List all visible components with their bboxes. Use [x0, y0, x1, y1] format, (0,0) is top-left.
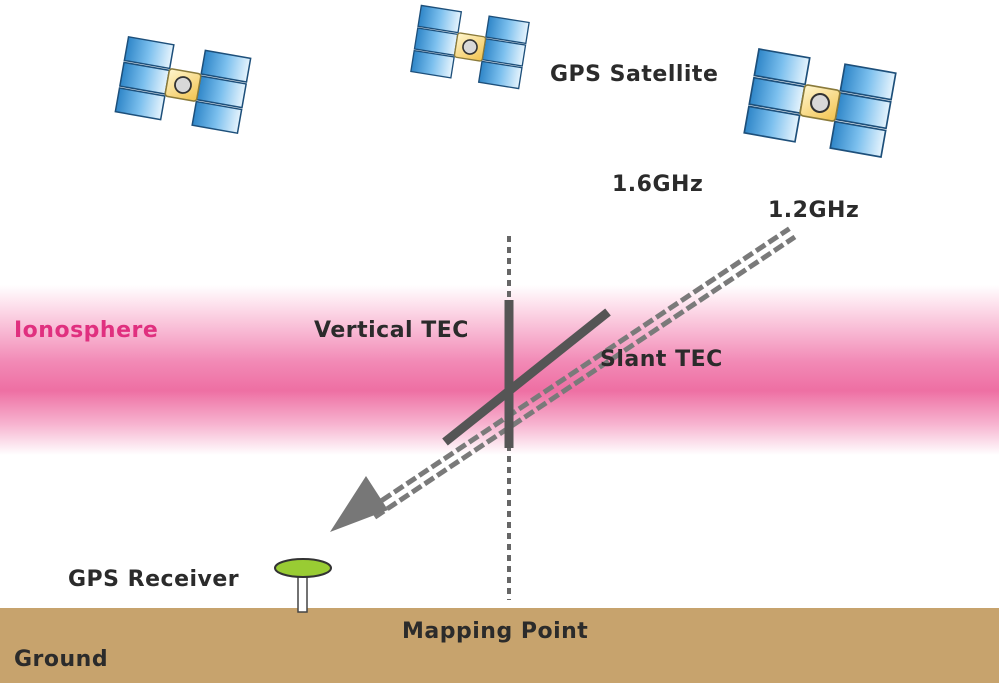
ionosphere-band: [0, 285, 999, 455]
ground-strip: [0, 608, 999, 683]
gps-receiver-label: GPS Receiver: [68, 567, 240, 592]
ionosphere-label: Ionosphere: [14, 318, 159, 343]
gps-satellite-label: GPS Satellite: [550, 62, 719, 87]
frequency-high-label: 1.6GHz: [612, 172, 704, 197]
ground-label: Ground: [14, 647, 109, 672]
vertical-tec-label: Vertical TEC: [314, 318, 469, 343]
slant-tec-segment: [442, 308, 611, 446]
signal-path: [367, 226, 797, 520]
satellite-icon: [410, 4, 530, 90]
satellite-icon: [743, 48, 897, 158]
slant-tec-label: Slant TEC: [600, 347, 723, 372]
signal-arrowhead: [330, 476, 388, 532]
gps-receiver-icon: [274, 558, 332, 613]
frequency-low-label: 1.2GHz: [768, 198, 860, 223]
satellite-icon: [114, 35, 252, 135]
mapping-point-label: Mapping Point: [402, 619, 589, 644]
